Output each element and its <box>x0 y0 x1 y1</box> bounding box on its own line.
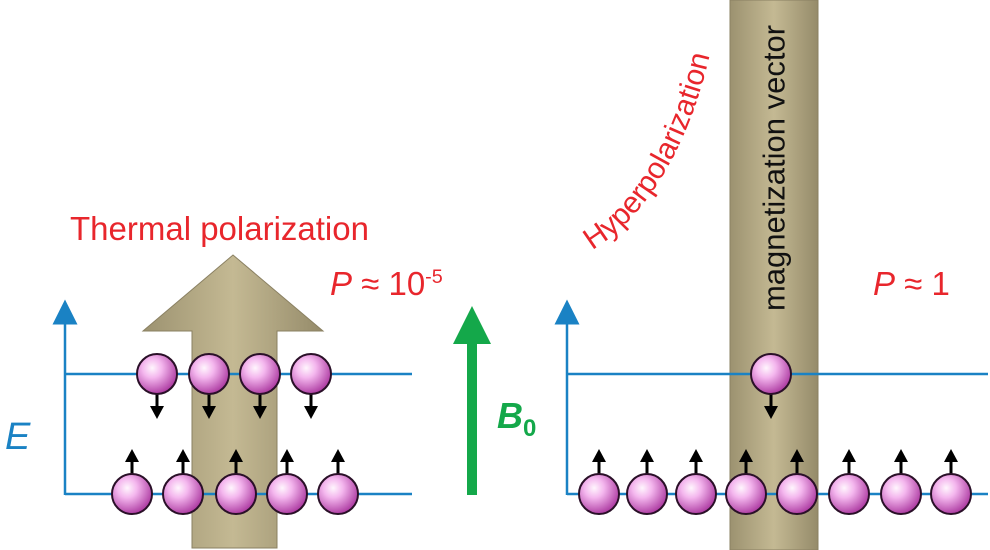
spin-up-particle <box>266 449 308 515</box>
magnetization-vector-bar <box>729 0 819 550</box>
spin-up-particle <box>162 449 204 515</box>
spin-up-particle <box>880 449 922 515</box>
spin-up-particle <box>776 449 818 515</box>
spin-up-particle <box>626 449 668 515</box>
spin-up-particle <box>111 449 153 515</box>
spin-up-particle <box>215 449 257 515</box>
spin-down-particle <box>290 353 332 419</box>
energy-axis-label: E <box>5 416 31 458</box>
spin-up-particle <box>675 449 717 515</box>
spin-up-particle <box>578 449 620 515</box>
hyperpolarization-label: Hyperpolarization <box>577 49 716 256</box>
spin-down-particle <box>136 353 178 419</box>
polarization-relation: ≈ 1 <box>895 265 950 302</box>
polarization-symbol: P <box>330 265 353 302</box>
magnetization-vector-label: magnetization vector <box>756 24 792 312</box>
spin-up-particle <box>930 449 972 515</box>
spin-up-particle <box>828 449 870 515</box>
spin-up-particle <box>317 449 359 515</box>
field-subscript: 0 <box>523 415 537 442</box>
polarization-symbol: P <box>873 265 896 302</box>
thermal-polarization-title: Thermal polarization <box>70 210 369 247</box>
polarization-relation: ≈ 10 <box>352 265 426 302</box>
right-polarization-value: P ≈ 1 <box>873 267 950 300</box>
spin-up-particle <box>725 449 767 515</box>
b0-field-arrow <box>453 306 491 495</box>
spin-particles <box>111 353 972 515</box>
field-symbol: B <box>497 395 523 436</box>
left-polarization-value: P ≈ 10-5 <box>330 267 443 300</box>
polarization-exponent: -5 <box>425 266 443 288</box>
spin-down-particle <box>239 353 281 419</box>
spin-down-particle <box>188 353 230 419</box>
spin-down-particle <box>750 353 792 419</box>
b0-field-label: B0 <box>497 395 536 441</box>
